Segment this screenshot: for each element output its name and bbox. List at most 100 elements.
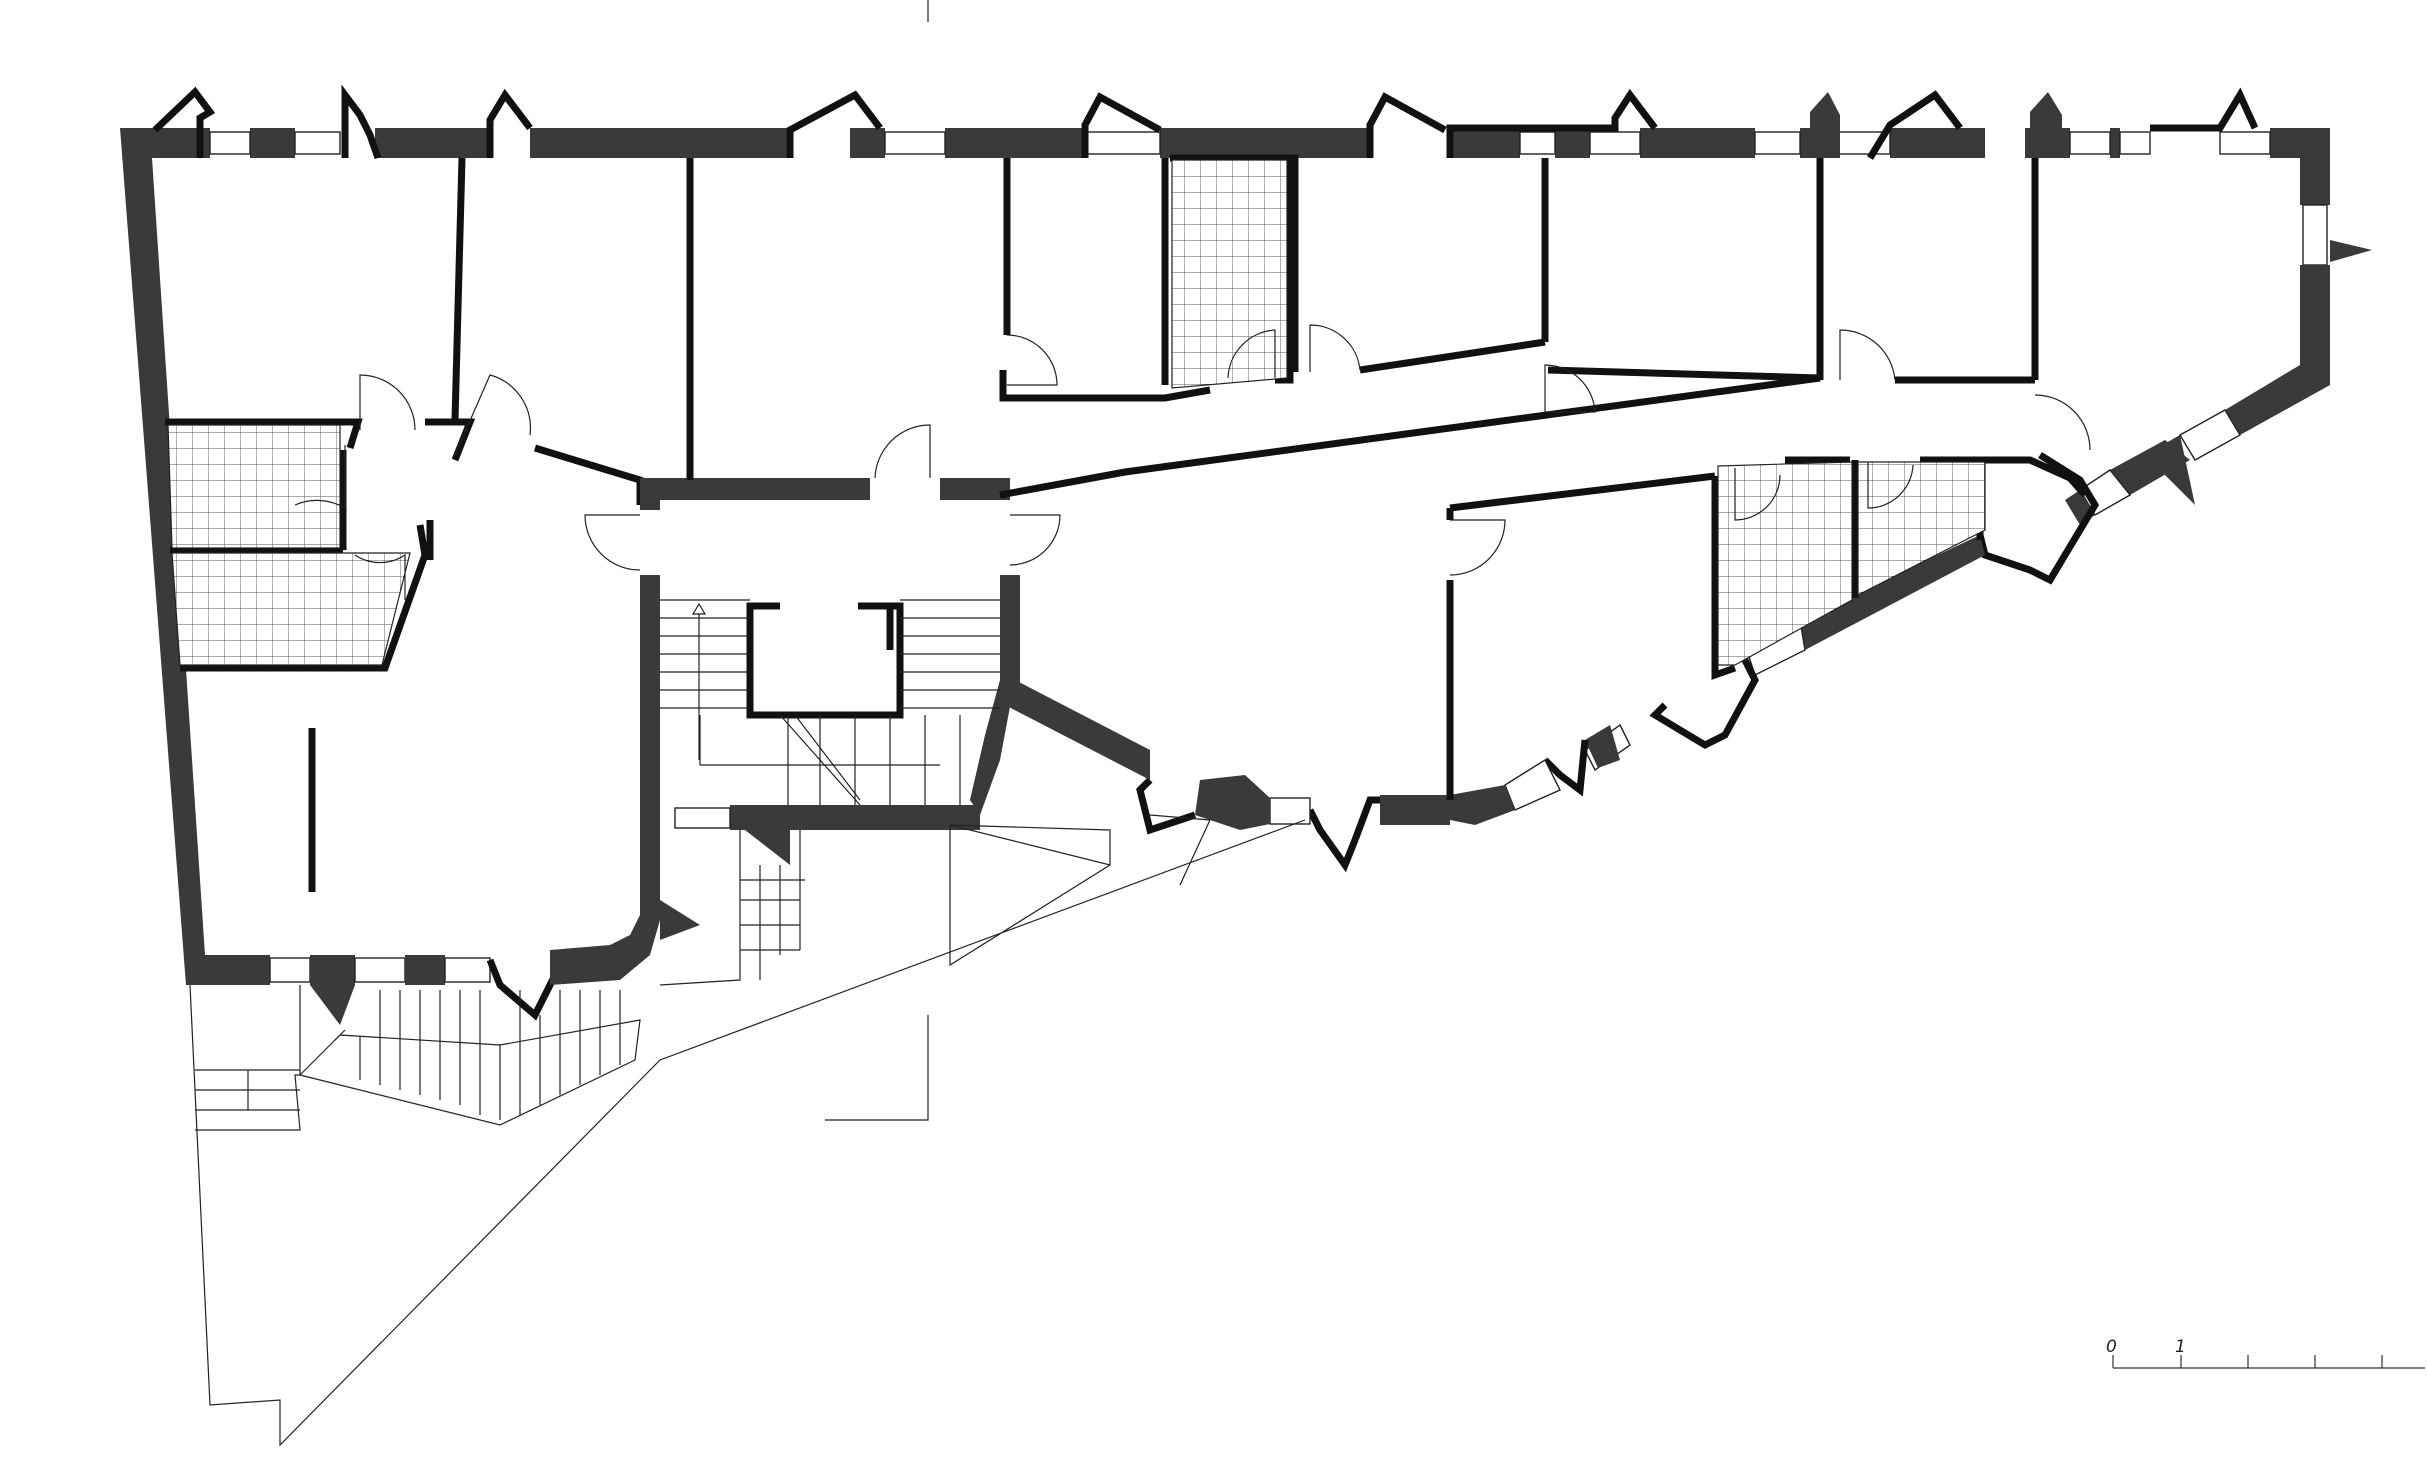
room-divider — [1359, 338, 1546, 374]
left-outer-wall — [120, 128, 205, 985]
stair-well-wall — [746, 602, 904, 719]
door-swing[interactable] — [359, 374, 416, 431]
dormer-pillar — [2030, 92, 2062, 158]
door-swing[interactable] — [1867, 462, 1914, 509]
window — [1519, 131, 1556, 155]
stair-treads — [660, 599, 1000, 806]
diagonal-outer-wall — [2225, 365, 2330, 435]
stair-core-wall — [1000, 575, 1020, 690]
wall-pillar — [1585, 725, 1620, 768]
door-swing[interactable] — [1227, 329, 1276, 379]
exterior-stair — [195, 985, 301, 1131]
bay-window-wall — [1136, 777, 1197, 835]
door-swing[interactable] — [1734, 468, 1781, 521]
door-swing[interactable] — [584, 514, 641, 571]
door-swing[interactable] — [1449, 519, 1506, 576]
room-divider — [999, 370, 1211, 402]
door-swing[interactable] — [1309, 324, 1361, 372]
top-wall-segment — [1450, 128, 1520, 158]
window — [209, 131, 251, 155]
dormer-pillar — [1810, 92, 1840, 158]
wall-projection — [2330, 240, 2372, 262]
stair-arrow-icon — [691, 602, 707, 615]
room-divider — [451, 157, 466, 421]
window — [1589, 131, 1641, 155]
window — [1754, 131, 1801, 155]
southwest-walls — [186, 590, 700, 1025]
door-swing[interactable] — [354, 553, 406, 600]
facade-line — [1179, 819, 1211, 886]
bathroom-wall — [165, 418, 363, 450]
door-swing[interactable] — [294, 445, 346, 510]
window — [444, 957, 491, 983]
exterior-stair-treads — [334, 990, 621, 1120]
bathroom-wall — [1170, 154, 1294, 384]
room-divider — [425, 418, 476, 462]
bay-window-wall — [486, 958, 559, 1021]
axis-mark-bottom — [825, 1015, 929, 1121]
wall-projection — [660, 900, 700, 940]
site-lines — [189, 819, 1306, 1447]
corridor-wall — [640, 478, 870, 510]
exterior-stair — [298, 1019, 641, 1126]
bay-window-wall — [1542, 739, 1589, 797]
right-outer-wall — [2300, 265, 2330, 385]
window — [269, 957, 311, 983]
top-wall-segment — [1160, 128, 1370, 158]
stair-core-wall — [640, 575, 660, 805]
corridor-wall — [1547, 366, 1821, 382]
diagonal-outer-wall — [1450, 785, 1515, 825]
wall-pillar — [1195, 775, 1270, 830]
top-wall-segment — [945, 128, 1085, 158]
door-swing[interactable] — [874, 424, 931, 479]
top-wall-segment — [375, 128, 490, 158]
door-swing[interactable] — [454, 374, 532, 456]
window — [2069, 131, 2111, 155]
bathroom-wall — [1711, 476, 1737, 680]
door-swing[interactable] — [1839, 329, 1896, 381]
top-wall-segment — [2110, 128, 2120, 158]
window — [2179, 409, 2241, 461]
door-swing[interactable] — [2034, 394, 2091, 451]
diagonal-outer-wall — [1800, 535, 1985, 650]
top-wall-segment — [1640, 128, 1755, 158]
bathroom-wall — [180, 524, 429, 672]
doors — [294, 324, 2091, 600]
window — [2302, 204, 2328, 266]
door-swing[interactable] — [1544, 364, 1596, 413]
ramp — [949, 824, 1111, 866]
corridor-wall — [999, 374, 1821, 499]
right-outer-wall — [2300, 128, 2330, 205]
tiled-floor — [171, 552, 411, 666]
top-wall-segment — [250, 128, 295, 158]
window — [2119, 131, 2151, 155]
tiled-floor — [1171, 159, 1288, 389]
corridor-wall — [533, 444, 644, 505]
stair-core-wall — [730, 805, 980, 865]
south-wall-segment — [1380, 795, 1450, 825]
window — [1084, 131, 1161, 155]
tiled-floor — [1717, 461, 1853, 666]
window — [294, 131, 341, 155]
window — [884, 131, 946, 155]
diagonal-outer-wall — [1005, 680, 1150, 780]
dormer — [152, 84, 2259, 160]
door-swing[interactable] — [1009, 514, 1061, 566]
stair-core — [640, 575, 1020, 865]
tiled-floor — [167, 424, 341, 549]
south-wall-segment — [405, 955, 445, 985]
scale-label-zero: 0 — [2106, 1337, 2117, 1357]
top-wall-segment — [1555, 128, 1590, 158]
facade-line — [1149, 814, 1211, 821]
top-wall-segment — [850, 128, 885, 158]
wall-pillar — [2145, 435, 2195, 505]
scale-bar: 0 1 — [2106, 1337, 2425, 1369]
ramp — [949, 824, 1111, 967]
wall-pillar — [310, 955, 355, 1025]
door-swing[interactable] — [1006, 334, 1058, 386]
site-boundary — [189, 819, 1306, 1447]
window — [674, 807, 731, 829]
scale-label-one: 1 — [2175, 1337, 2186, 1357]
window — [354, 957, 406, 983]
